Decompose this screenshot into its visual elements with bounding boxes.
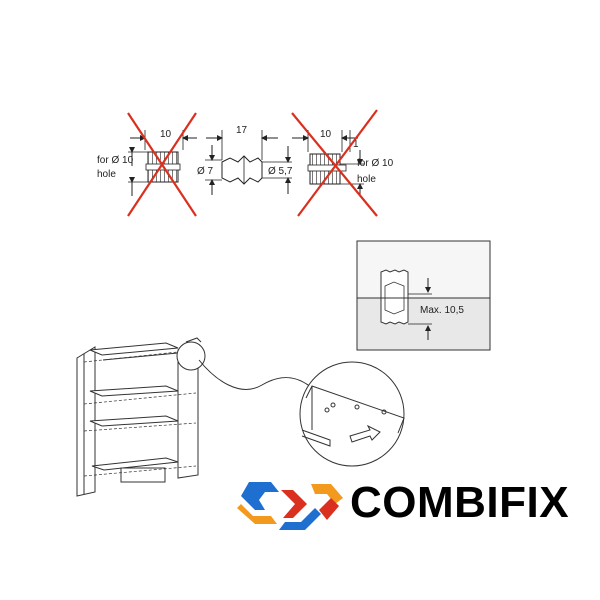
installation-detail-box: Max. 10,5 xyxy=(356,240,491,351)
max-depth-label: Max. 10,5 xyxy=(420,305,464,316)
diameter-57-label: Ø 5,7 xyxy=(268,166,293,177)
diameter-7-label: Ø 7 xyxy=(197,166,214,177)
right-small-label: 1 xyxy=(353,139,359,150)
right-width-label: 10 xyxy=(320,129,332,140)
cross-mark-icon xyxy=(291,109,378,217)
right-connector-drawing: 10 1 for Ø 10 hole xyxy=(291,109,394,217)
combifix-logo-icon xyxy=(237,482,343,530)
brand-name: COMBIFIX xyxy=(350,478,570,527)
left-width-label: 10 xyxy=(160,129,172,140)
left-hole-label-2: hole xyxy=(97,169,116,180)
center-connector-drawing: 17 Ø 7 Ø 5,7 xyxy=(197,125,293,195)
right-hole-label-1: for Ø 10 xyxy=(357,158,394,169)
right-hole-label-2: hole xyxy=(357,174,376,185)
left-connector-drawing: 10 for Ø 10 hole xyxy=(97,112,197,217)
cabinet-illustration xyxy=(76,337,405,497)
connector-length-label: 17 xyxy=(236,125,248,136)
cross-mark-icon xyxy=(127,112,197,217)
left-hole-label-1: for Ø 10 xyxy=(97,155,134,166)
